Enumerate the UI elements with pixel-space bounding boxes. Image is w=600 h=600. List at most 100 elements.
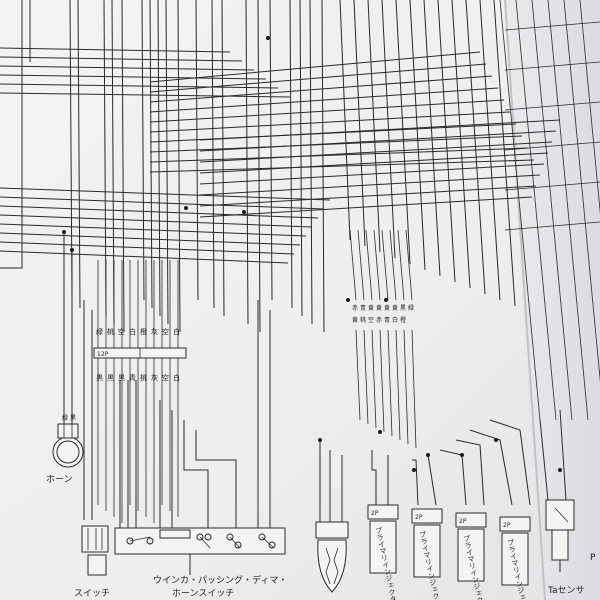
junction-dot: [318, 438, 322, 442]
wire-95: [423, 0, 441, 277]
wire-68: [195, 430, 237, 528]
injector-pin-count: 2P: [371, 510, 379, 517]
wire-116: [363, 329, 369, 425]
connector-top-labels: 緑桃空白橙灰空白: [96, 327, 180, 336]
right-wire-label: 黄: [376, 304, 382, 312]
junction-dot: [346, 298, 350, 302]
wire-73: [149, 75, 493, 103]
wire-112: [504, 221, 600, 231]
wire-30: [257, 0, 261, 333]
connector-bottom-label: 黒: [107, 374, 114, 382]
wire-28: [221, 0, 225, 317]
wire-14: [0, 241, 295, 255]
wire-120: [379, 329, 385, 433]
wire-11: [0, 214, 313, 228]
page-fold: [505, 0, 600, 600]
wire-78: [149, 135, 523, 153]
wire-34: [309, 0, 313, 325]
wire-80: [149, 159, 535, 173]
connector-top-label: 橙: [140, 327, 147, 336]
ta-sensor-symbol: [545, 499, 575, 572]
wire-90: [353, 0, 366, 247]
horn-symbol: 緑 黒: [52, 414, 84, 468]
connector-bottom-label: 空: [162, 373, 169, 382]
connector-bottom-label: 白: [173, 373, 180, 382]
injector-pin-count: 2P: [503, 522, 511, 529]
wire-105: [563, 0, 600, 383]
wire-97: [451, 0, 471, 289]
wire-88: [199, 196, 533, 218]
wire-108: [504, 61, 600, 71]
horn-wire-label-black: 黒: [70, 415, 76, 422]
wire-113: [349, 229, 357, 301]
wire-13: [0, 232, 301, 246]
injector-body: [457, 528, 485, 582]
wire-79: [149, 147, 529, 163]
junction-dot: [494, 438, 498, 442]
wire-141: [559, 409, 567, 501]
right-wire-label: 赤: [352, 305, 358, 312]
right-wire-label: 白: [392, 316, 398, 324]
wire-138: [469, 429, 513, 506]
junction-dot: [460, 453, 464, 457]
wire-67: [183, 420, 209, 528]
wire-24: [165, 0, 169, 325]
wire-76: [149, 111, 511, 133]
switch-cluster-label-line1: ウインカ・パッシング・ディマ・: [153, 574, 287, 586]
wire-75: [149, 99, 505, 123]
wire-122: [387, 329, 393, 437]
wire-109: [504, 101, 600, 111]
connector-top-label: 白: [129, 327, 136, 336]
junction-dot: [242, 210, 246, 214]
wire-29: [245, 0, 249, 325]
wire-117: [365, 229, 373, 301]
right-wire-label: 青: [360, 304, 366, 312]
wire-27: [211, 0, 215, 309]
wire-25: [177, 0, 181, 333]
wire-20: [121, 0, 125, 333]
wire-94: [409, 0, 426, 271]
right-wire-label: 赤: [376, 317, 382, 324]
wire-7: [0, 92, 291, 98]
wire-81: [199, 119, 561, 141]
wire-92: [381, 0, 396, 259]
wire-124: [395, 329, 401, 441]
wire-100: [493, 0, 516, 307]
junction-dot: [70, 248, 74, 252]
wire-102: [515, 0, 557, 421]
wire-137: [455, 439, 485, 506]
connector-12p: 12P: [93, 347, 187, 359]
injector-connector: [367, 504, 399, 520]
wire-82: [199, 130, 557, 152]
wire-74: [149, 87, 499, 113]
connector-bottom-labels: 黒黒黒青桃灰空白: [96, 373, 180, 382]
injector-connector: [499, 516, 531, 532]
wire-104: [547, 0, 589, 421]
injector-body: [413, 524, 441, 578]
wire-4: [0, 65, 255, 71]
connector-top-label: 空: [162, 327, 169, 336]
wire-115: [357, 229, 365, 301]
wire-21: [141, 0, 145, 301]
injector-body: [369, 520, 397, 574]
injector-pin-count: 2P: [415, 514, 423, 521]
wire-33: [299, 0, 303, 317]
wire-111: [504, 181, 600, 191]
junction-dot: [426, 453, 430, 457]
connector-top-label: 緑: [96, 327, 103, 336]
wire-139: [489, 419, 531, 506]
junction-dot: [384, 298, 388, 302]
wire-121: [381, 229, 389, 301]
wire-114: [355, 329, 361, 421]
right-wire-labels-lower: 黄桃空赤青白橙: [352, 316, 406, 324]
junction-dot: [412, 468, 416, 472]
ta-sensor-label: Taセンサ: [547, 585, 585, 596]
right-wire-label: 橙: [400, 316, 406, 324]
switch-cluster-label-line2: ホーンスイッチ: [172, 588, 234, 599]
wire-0: [0, 0, 23, 269]
horn-label: ホーン: [46, 474, 73, 485]
wire-132: [371, 450, 377, 505]
wire-86: [199, 174, 541, 196]
horn-wire-label-green: 緑: [62, 414, 68, 422]
